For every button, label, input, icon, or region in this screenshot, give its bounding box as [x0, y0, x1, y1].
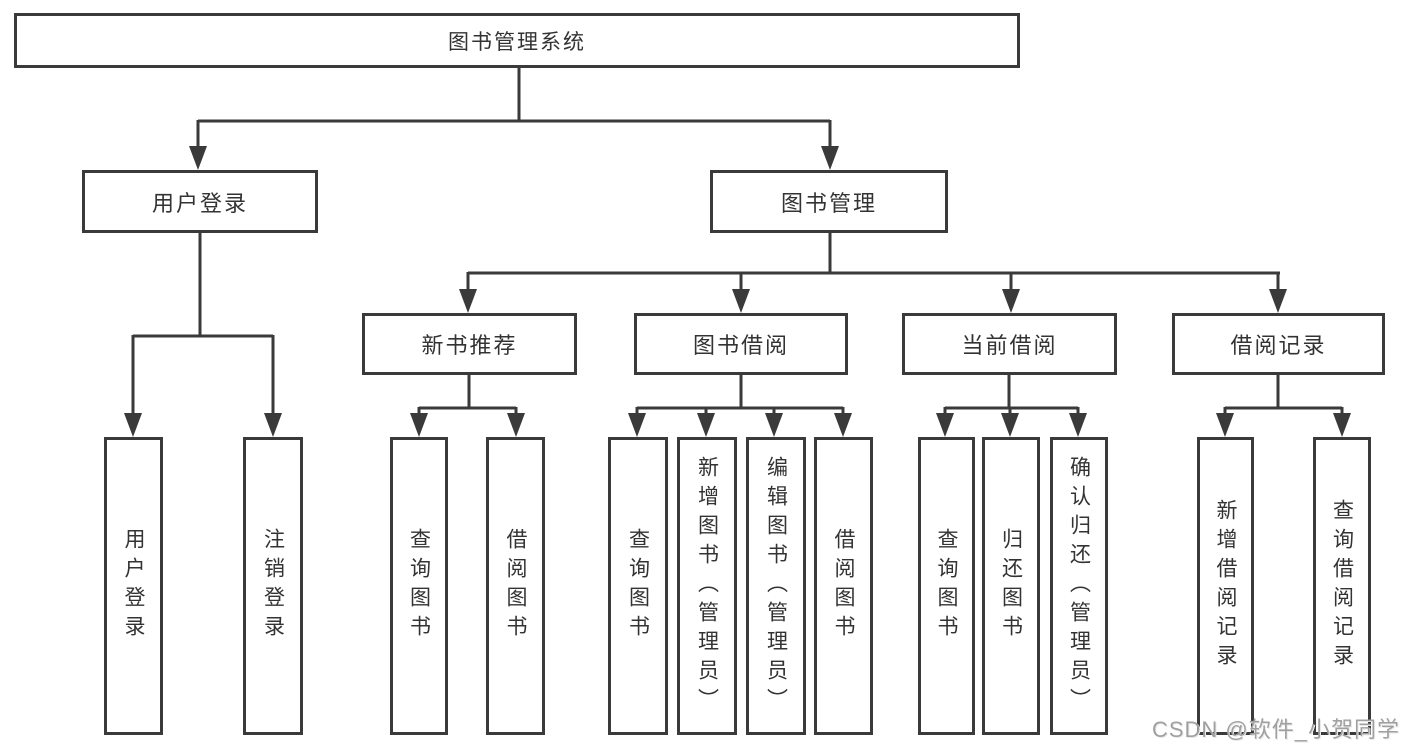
node-root-label: 图书管理系统	[448, 30, 586, 54]
leaf-return-book: 归还图书	[982, 437, 1040, 735]
node-current-borrow: 当前借阅	[902, 313, 1117, 375]
leaf-confirm-return-admin-label: 确认归还（管理员）	[1067, 455, 1091, 717]
node-book-management-label: 图书管理	[780, 190, 877, 216]
leaf-query-borrow-record: 查询借阅记录	[1313, 437, 1371, 735]
node-borrow-records-label: 借阅记录	[1230, 333, 1327, 358]
leaf-add-book-admin: 新增图书（管理员）	[677, 437, 737, 735]
leaf-borrow-books-recommend: 借阅图书	[486, 437, 545, 735]
leaf-confirm-return-admin: 确认归还（管理员）	[1050, 437, 1108, 735]
leaf-borrow-books-recommend-label: 借阅图书	[504, 528, 527, 644]
node-book-management: 图书管理	[710, 170, 948, 233]
leaf-logout-label: 注销登录	[261, 528, 285, 644]
leaf-query-books-current: 查询图书	[918, 437, 975, 735]
leaf-query-books-recommend-label: 查询图书	[407, 528, 431, 644]
leaf-query-books-borrow-label: 查询图书	[626, 528, 650, 644]
node-root: 图书管理系统	[14, 13, 1020, 68]
leaf-edit-book-admin-label: 编辑图书（管理员）	[764, 455, 788, 717]
leaf-query-books-current-label: 查询图书	[935, 528, 958, 644]
leaf-query-borrow-record-label: 查询借阅记录	[1330, 499, 1354, 673]
node-new-book-recommend-label: 新书推荐	[421, 333, 518, 358]
leaf-return-book-label: 归还图书	[999, 528, 1023, 644]
leaf-user-login: 用户登录	[104, 437, 163, 735]
node-book-borrow: 图书借阅	[634, 313, 848, 375]
leaf-user-login-label: 用户登录	[122, 528, 145, 644]
leaf-add-borrow-record: 新增借阅记录	[1197, 437, 1254, 735]
leaf-edit-book-admin: 编辑图书（管理员）	[746, 437, 806, 735]
leaf-add-book-admin-label: 新增图书（管理员）	[695, 455, 719, 717]
node-user-login-label: 用户登录	[151, 190, 248, 216]
leaf-borrow-books-label: 借阅图书	[832, 528, 855, 644]
leaf-add-borrow-record-label: 新增借阅记录	[1214, 499, 1237, 673]
leaf-query-books-recommend: 查询图书	[390, 437, 448, 735]
node-current-borrow-label: 当前借阅	[961, 333, 1058, 358]
node-user-login: 用户登录	[82, 170, 318, 233]
leaf-logout: 注销登录	[243, 437, 303, 735]
node-borrow-records: 借阅记录	[1172, 313, 1385, 375]
leaf-borrow-books: 借阅图书	[814, 437, 873, 735]
node-new-book-recommend: 新书推荐	[362, 313, 577, 375]
csdn-watermark: CSDN @软件_小贺同学	[1151, 717, 1400, 742]
leaf-query-books-borrow: 查询图书	[608, 437, 668, 735]
node-book-borrow-label: 图书借阅	[692, 333, 789, 358]
